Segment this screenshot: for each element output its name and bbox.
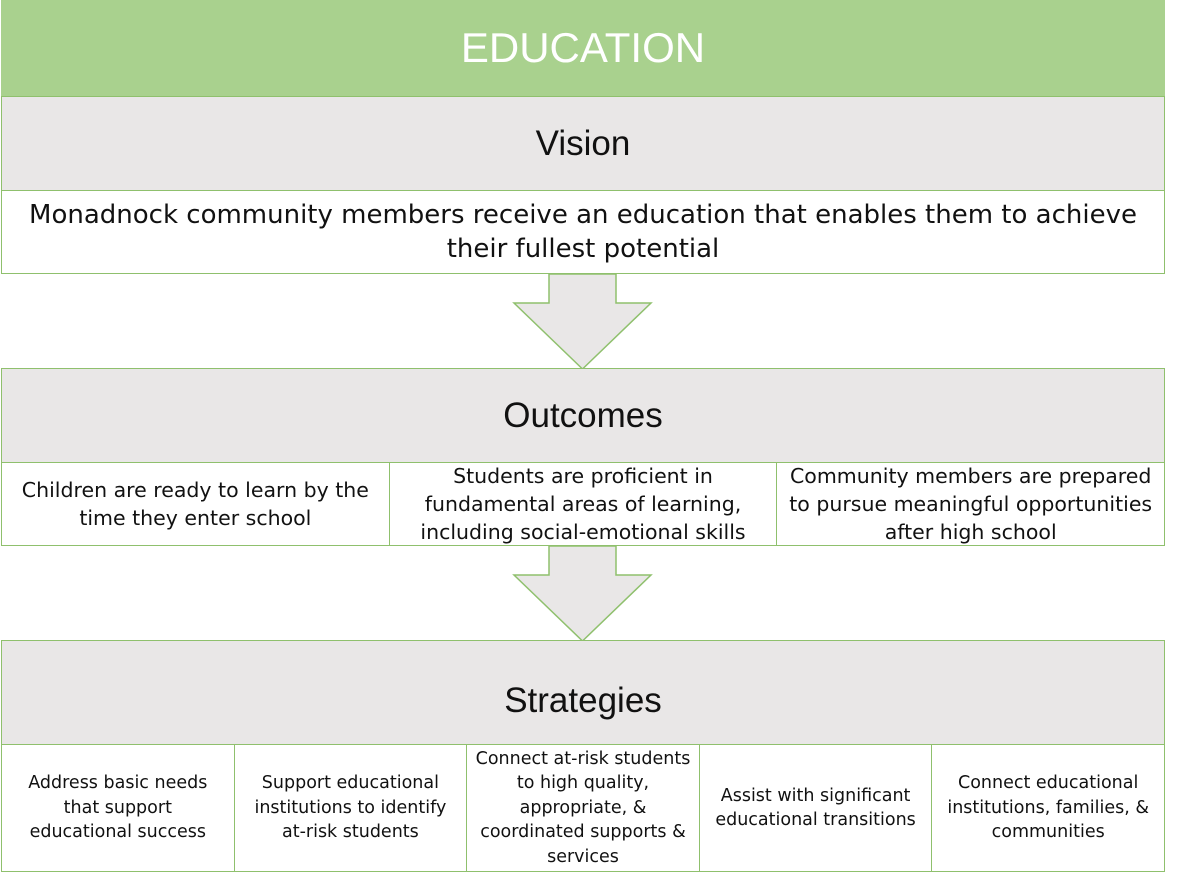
strategy-item: Connect educational institutions, famili… (931, 745, 1164, 871)
vision-header: Vision (1, 96, 1165, 192)
strategy-item: Assist with significant educational tran… (698, 745, 932, 871)
outcome-item: Community members are prepared to pursue… (776, 463, 1164, 545)
vision-heading: Vision (535, 124, 631, 163)
strategies-row: Address basic needs that support educati… (1, 744, 1165, 872)
outcome-item: Students are proficient in fundamental a… (388, 463, 777, 545)
outcomes-heading: Outcomes (503, 396, 663, 435)
strategy-item: Address basic needs that support educati… (28, 773, 208, 843)
outcomes-header: Outcomes (1, 368, 1165, 464)
strategies-heading: Strategies (504, 681, 662, 720)
strategies-header: Strategies (1, 640, 1165, 746)
vision-statement-box: Monadnock community members receive an e… (1, 190, 1165, 274)
outcome-item: Children are ready to learn by the time … (21, 478, 369, 530)
title-banner: EDUCATION (1, 0, 1165, 96)
down-arrow-2 (512, 545, 653, 643)
outcomes-row: Children are ready to learn by the time … (1, 462, 1165, 546)
strategy-item: Connect at-risk students to high quality… (466, 745, 699, 871)
down-arrow-1 (512, 273, 653, 371)
strategy-item: Support educational institutions to iden… (233, 745, 467, 871)
page-title: EDUCATION (460, 24, 706, 71)
vision-statement: Monadnock community members receive an e… (29, 200, 1137, 264)
